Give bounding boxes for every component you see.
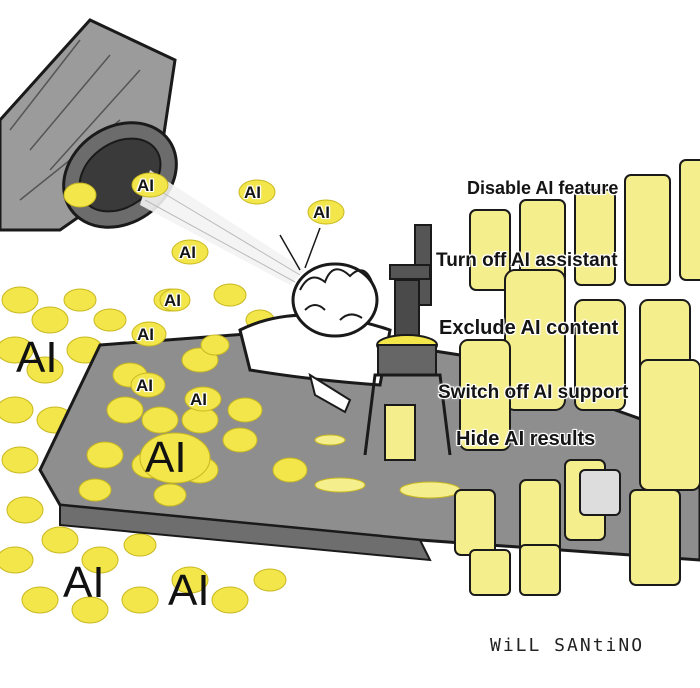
caption-disable: Disable AI feature xyxy=(467,178,619,198)
ai-label-table: AI xyxy=(136,376,153,395)
ai-label-table: AI xyxy=(190,390,207,409)
caption-switchoff: Switch off AI support xyxy=(438,382,629,403)
juicer xyxy=(363,224,452,461)
large-lemons xyxy=(139,432,211,484)
ai-label-large: AI xyxy=(168,566,210,615)
ai-label-table: AI xyxy=(137,325,154,344)
ai-label-falling: AI xyxy=(164,291,181,310)
ai-label-large: AI xyxy=(145,433,187,482)
slumped-person xyxy=(238,227,392,414)
ai-label-falling: AI xyxy=(313,203,330,222)
caption-exclude: Exclude AI content xyxy=(439,317,619,339)
ai-label-falling: AI xyxy=(244,183,261,202)
ai-label-large: AI xyxy=(16,333,58,382)
ai-label-falling: AI xyxy=(137,176,154,195)
ai-label-falling: AI xyxy=(179,243,196,262)
caption-turnoff: Turn off AI assistant xyxy=(436,250,618,271)
ai-label-large: AI xyxy=(63,558,105,607)
bottles xyxy=(454,159,700,596)
caption-hide: Hide AI results xyxy=(456,428,596,450)
falling-lemons xyxy=(63,172,345,412)
artist-signature: WiLL SANtiNO xyxy=(490,635,645,656)
